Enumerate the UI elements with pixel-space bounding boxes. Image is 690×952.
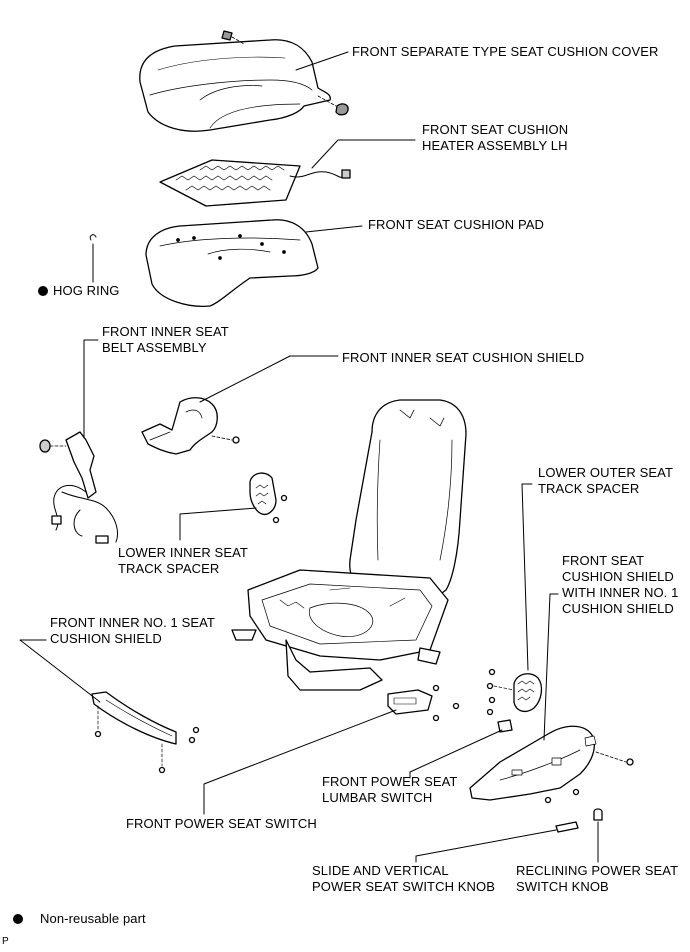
inner-shield-part <box>141 397 240 455</box>
hog-ring-text: HOG RING <box>53 283 120 298</box>
hog-ring-part <box>89 234 97 283</box>
label-front-shield-1: FRONT SEAT <box>562 553 645 568</box>
lumbar-switch-part <box>486 708 513 733</box>
inner-no1-shield-part <box>91 691 200 774</box>
lower-outer-leader <box>521 483 533 671</box>
front-shield-part <box>469 725 634 804</box>
lower-outer-spacer-part <box>486 668 543 713</box>
heater-leader <box>311 139 339 169</box>
heater-assembly-part <box>159 159 351 207</box>
label-cushion-cover: FRONT SEPARATE TYPE SEAT CUSHION COVER <box>352 44 659 59</box>
label-lower-inner-1: LOWER INNER SEAT <box>118 545 248 560</box>
legend-text: Non-reusable part <box>40 911 146 926</box>
label-lumbar-1: FRONT POWER SEAT <box>322 774 458 789</box>
label-heater-2: HEATER ASSEMBLY LH <box>422 138 568 153</box>
slide-knob-leader <box>415 829 557 863</box>
label-front-shield-4: CUSHION SHIELD <box>562 601 674 616</box>
label-slide-knob-2: POWER SEAT SWITCH KNOB <box>312 879 496 894</box>
label-no1-shield-2: CUSHION SHIELD <box>50 631 162 646</box>
lumbar-leader <box>409 729 503 779</box>
slide-knob-part <box>555 821 579 833</box>
label-inner-shield: FRONT INNER SEAT CUSHION SHIELD <box>342 350 585 365</box>
belt-leader <box>83 339 99 439</box>
label-hog-ring: HOG RING <box>38 283 120 299</box>
label-lower-outer-1: LOWER OUTER SEAT <box>538 465 673 480</box>
power-switch-part <box>387 684 460 722</box>
cushion-cover-part <box>139 39 331 132</box>
label-slide-knob-1: SLIDE AND VERTICAL <box>312 863 449 878</box>
cover-clip-bottom <box>317 95 349 116</box>
seat-belt-part <box>39 431 119 544</box>
label-no1-shield-1: FRONT INNER NO. 1 SEAT <box>50 615 215 630</box>
lower-inner-spacer-part <box>249 472 288 524</box>
front-shield-leader <box>543 593 559 741</box>
label-cushion-pad: FRONT SEAT CUSHION PAD <box>368 217 545 232</box>
legend-dot <box>13 914 23 924</box>
cushion-pad-part <box>145 219 319 307</box>
seat-frame-part <box>231 399 467 691</box>
inner-no1-leader <box>19 639 101 703</box>
label-recline-knob-1: RECLINING POWER SEAT <box>516 863 679 878</box>
label-lower-outer-2: TRACK SPACER <box>538 481 640 496</box>
inner-shield-leader <box>199 355 339 403</box>
recline-knob-part <box>593 808 603 821</box>
cover-leader <box>295 51 349 71</box>
label-front-shield-2: CUSHION SHIELD <box>562 569 674 584</box>
label-belt-2: BELT ASSEMBLY <box>102 340 207 355</box>
power-switch-leader <box>203 709 397 815</box>
label-lumbar-2: LUMBAR SWITCH <box>322 790 433 805</box>
label-heater-1: FRONT SEAT CUSHION <box>422 122 569 137</box>
label-front-shield-3: WITH INNER NO. 1 <box>562 585 679 600</box>
lower-inner-leader <box>179 507 257 541</box>
pad-leader <box>305 225 363 233</box>
label-belt-1: FRONT INNER SEAT <box>102 324 229 339</box>
label-power-switch: FRONT POWER SEAT SWITCH <box>126 816 317 831</box>
label-recline-knob-2: SWITCH KNOB <box>516 879 609 894</box>
label-lower-inner-2: TRACK SPACER <box>118 561 220 576</box>
corner-code: P <box>2 936 9 947</box>
cover-clip-top <box>221 30 245 45</box>
non-reusable-dot <box>38 286 48 296</box>
